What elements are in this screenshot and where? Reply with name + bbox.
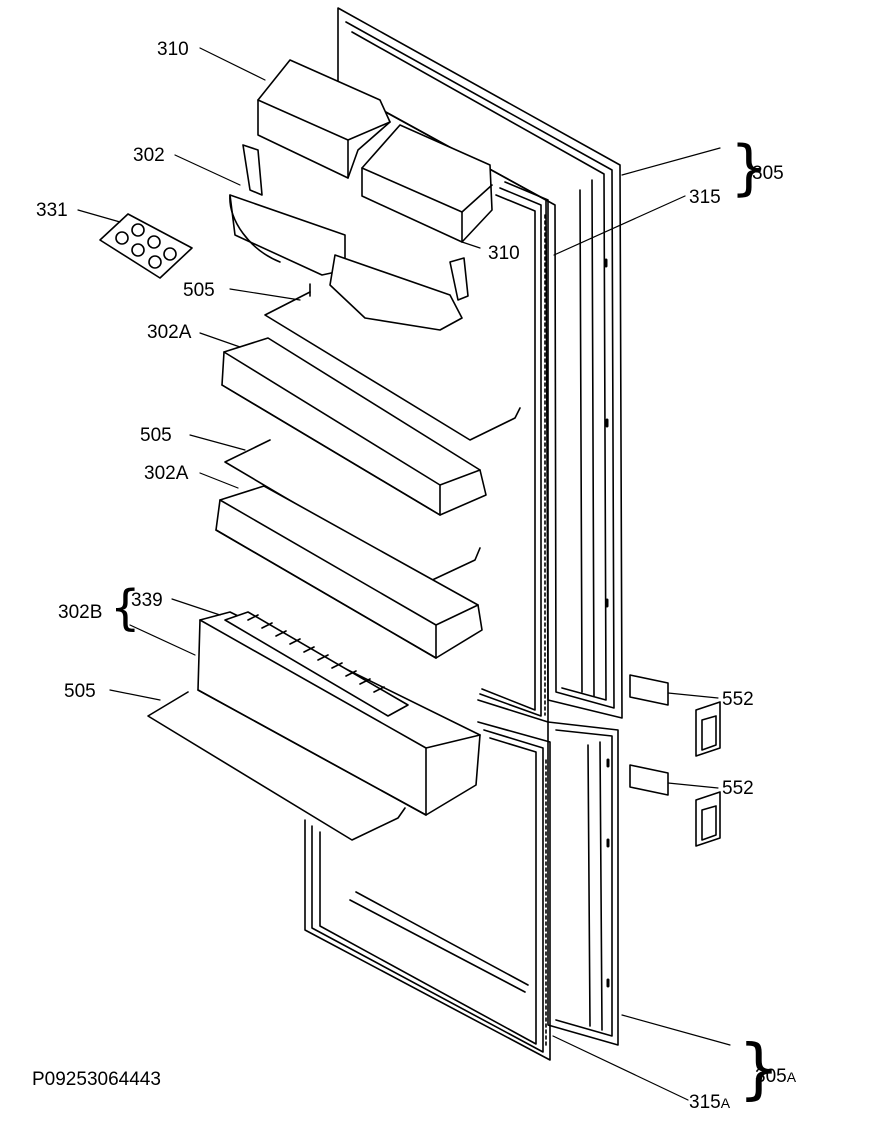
door-shelf-middle xyxy=(215,485,483,659)
lower-door-panel xyxy=(547,721,619,1046)
brace-302B: { xyxy=(110,580,141,636)
butter-compartment-right xyxy=(361,124,493,243)
drawing-code: P09253064443 xyxy=(32,1069,161,1090)
hinge-lower xyxy=(629,764,721,847)
door-shelf-upper xyxy=(221,337,487,516)
leader-lines xyxy=(77,47,731,1101)
label-302-small-shelf: 302 xyxy=(133,145,165,166)
small-door-shelf-right xyxy=(329,254,469,331)
retaining-rail-bottom xyxy=(147,691,406,841)
label-315A-lower-gasket: 315A xyxy=(689,1093,730,1112)
label-315A-number: 315 xyxy=(689,1092,721,1113)
brace-305: } xyxy=(730,133,769,203)
door-shelf-bottom xyxy=(197,611,481,816)
egg-tray xyxy=(99,213,193,279)
label-331-egg-tray: 331 xyxy=(36,200,68,221)
label-339-bottle-holder: 339 xyxy=(131,590,163,611)
label-305A-lower-door: 305A xyxy=(755,1067,796,1086)
label-305A-number: 305 xyxy=(755,1066,787,1087)
label-505-rail-middle: 505 xyxy=(140,425,172,446)
lower-door-gasket xyxy=(304,721,551,1061)
label-302A-middle-shelf: 302A xyxy=(144,463,189,484)
label-315A-suffix: A xyxy=(720,1095,731,1111)
label-310-butter-top: 310 xyxy=(157,39,189,60)
label-305-upper-door: 305 xyxy=(752,163,784,184)
label-302B-bottle-shelf: 302B xyxy=(58,602,103,623)
butter-compartment-left xyxy=(257,59,391,179)
label-310-butter-mid: 310 xyxy=(488,243,520,264)
brace-305A: } xyxy=(738,1030,780,1107)
label-505-rail-top: 505 xyxy=(183,280,215,301)
label-505-rail-bottom: 505 xyxy=(64,681,96,702)
label-552-hinge-lower: 552 xyxy=(722,778,754,799)
upper-door-gasket xyxy=(477,181,549,723)
hinge-upper xyxy=(629,674,721,757)
label-315-upper-gasket: 315 xyxy=(689,187,721,208)
label-305A-suffix: A xyxy=(786,1069,797,1085)
label-552-hinge-upper: 552 xyxy=(722,689,754,710)
bottle-holder-insert xyxy=(224,611,409,717)
retaining-rail-top xyxy=(264,283,521,441)
label-302A-upper-shelf: 302A xyxy=(147,322,192,343)
